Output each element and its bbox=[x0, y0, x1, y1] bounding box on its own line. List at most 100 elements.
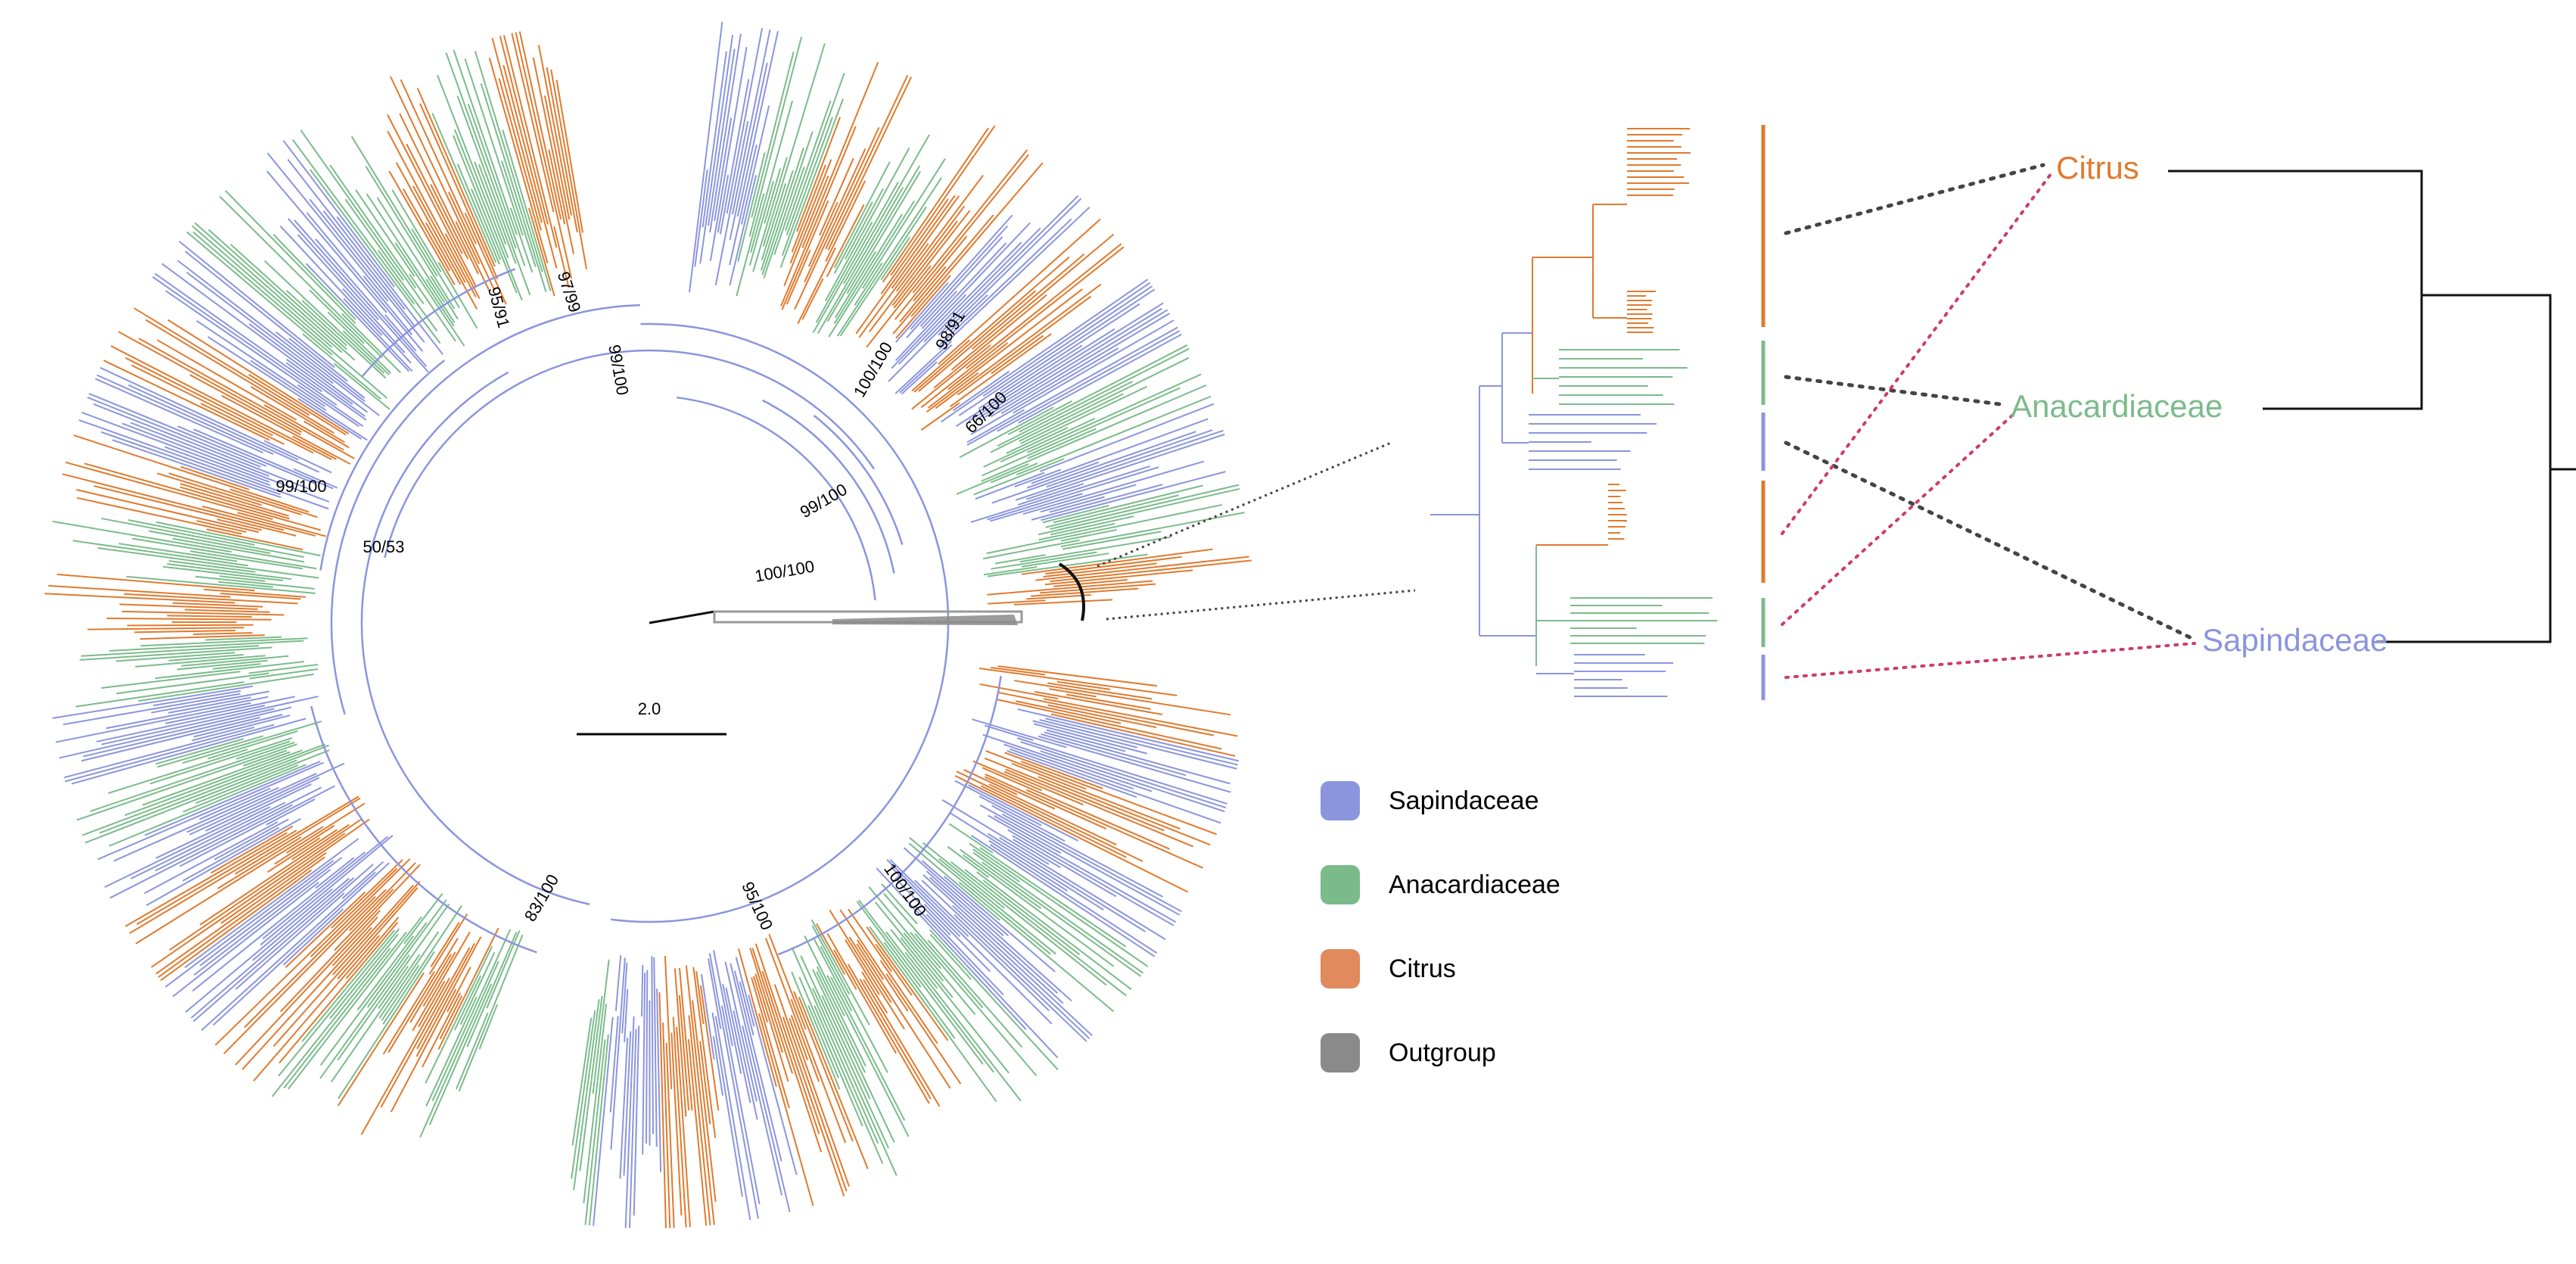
tip-branch bbox=[93, 403, 313, 491]
tip-branch bbox=[1006, 385, 1148, 454]
tip-branch bbox=[927, 939, 1023, 1048]
tip-branch bbox=[940, 279, 1149, 423]
internal-arc bbox=[330, 481, 366, 715]
tip-branch bbox=[453, 49, 518, 235]
tip-branch bbox=[1016, 395, 1212, 476]
tip-branch bbox=[983, 427, 1069, 468]
tip-branch bbox=[160, 869, 313, 982]
tip-branch bbox=[856, 901, 922, 988]
tip-branch bbox=[1060, 512, 1245, 548]
tip-branch bbox=[729, 62, 768, 241]
tip-branch bbox=[403, 893, 443, 945]
tip-branch bbox=[333, 363, 390, 410]
tip-branch bbox=[733, 970, 782, 1162]
tip-branch bbox=[543, 95, 571, 220]
tip-branch bbox=[126, 575, 316, 594]
tip-branch bbox=[195, 575, 315, 590]
tip-branch bbox=[579, 995, 603, 1171]
tip-branch bbox=[760, 170, 794, 271]
tip-branch bbox=[833, 161, 891, 269]
tip-branch bbox=[952, 370, 1010, 412]
tip-branch bbox=[380, 947, 471, 1108]
tip-branch bbox=[662, 1023, 671, 1228]
tip-branch bbox=[972, 718, 1067, 749]
tip-branch bbox=[957, 295, 1092, 396]
tip-branch bbox=[499, 36, 549, 225]
tip-branch bbox=[437, 927, 499, 1050]
tip-branch bbox=[107, 749, 248, 794]
tip-branch bbox=[892, 214, 994, 335]
tip-branch bbox=[151, 833, 346, 968]
bootstrap-label: 100/100 bbox=[753, 556, 816, 585]
tip-branch bbox=[415, 936, 482, 1057]
tip-branch bbox=[422, 992, 461, 1068]
zoom-connector-bottom bbox=[1106, 589, 1416, 621]
tip-branch bbox=[891, 222, 1031, 369]
tip-branch bbox=[474, 51, 543, 272]
tip-branch bbox=[411, 228, 460, 309]
tip-branch bbox=[890, 866, 961, 938]
tip-branch bbox=[773, 984, 848, 1192]
tip-branch bbox=[816, 966, 866, 1067]
tip-branch bbox=[927, 288, 1083, 409]
tip-branch bbox=[959, 848, 1042, 910]
tip-branch bbox=[999, 836, 1166, 941]
tip-branch bbox=[761, 148, 804, 276]
tip-branch bbox=[674, 968, 687, 1117]
tip-branch bbox=[122, 610, 285, 616]
tip-branch bbox=[555, 79, 583, 233]
tip-branch bbox=[300, 129, 425, 304]
legend-item-sapindaceae: Sapindaceae bbox=[1321, 780, 1560, 822]
internal-arc bbox=[310, 705, 537, 954]
tip-branch bbox=[812, 969, 895, 1143]
tip-branch bbox=[135, 655, 266, 668]
tip-branch bbox=[84, 462, 321, 531]
tip-branch bbox=[794, 126, 880, 310]
tip-branch bbox=[394, 242, 465, 347]
tip-branch bbox=[182, 721, 322, 764]
tip-branch bbox=[807, 201, 838, 267]
tip-branch bbox=[1047, 704, 1157, 729]
tip-branch bbox=[982, 539, 1080, 560]
tip-branch bbox=[1039, 403, 1215, 472]
tip-branch bbox=[98, 546, 319, 579]
tip-branch bbox=[846, 171, 922, 294]
tip-branch bbox=[272, 881, 421, 1048]
tip-branch bbox=[388, 170, 456, 285]
tip-branch bbox=[813, 937, 853, 1012]
tip-branch bbox=[1020, 393, 1124, 444]
tip-branch bbox=[267, 837, 321, 873]
tip-branch bbox=[923, 904, 991, 973]
tip-branch bbox=[161, 263, 353, 405]
tip-branch bbox=[546, 67, 578, 232]
tip-branch bbox=[819, 157, 854, 236]
tip-branch bbox=[73, 540, 249, 567]
tip-branch bbox=[179, 241, 335, 369]
tip-branch bbox=[910, 162, 1044, 317]
tip-branch bbox=[700, 974, 715, 1060]
tip-branch bbox=[801, 278, 824, 320]
tip-branch bbox=[765, 938, 820, 1082]
tip-branch bbox=[893, 210, 971, 309]
tip-branch bbox=[979, 683, 1059, 700]
tip-branch bbox=[132, 537, 317, 570]
tip-branch bbox=[790, 1015, 809, 1060]
tip-branch bbox=[848, 936, 892, 1003]
tip-branch bbox=[103, 360, 270, 441]
tip-branch bbox=[1022, 460, 1205, 515]
tip-branch bbox=[331, 916, 378, 967]
tip-branch bbox=[400, 79, 477, 244]
tip-branch bbox=[185, 888, 333, 1013]
tip-branch bbox=[922, 842, 1006, 909]
tip-branch bbox=[651, 956, 655, 1135]
tip-branch bbox=[614, 955, 622, 1011]
tip-branch bbox=[157, 472, 263, 506]
tip-branch bbox=[729, 175, 758, 286]
tip-branch bbox=[692, 967, 717, 1138]
tip-branch bbox=[762, 43, 826, 247]
tip-branch bbox=[437, 261, 478, 329]
tip-branch bbox=[219, 195, 383, 359]
tip-branch bbox=[425, 996, 478, 1107]
tip-branch bbox=[988, 783, 1117, 845]
